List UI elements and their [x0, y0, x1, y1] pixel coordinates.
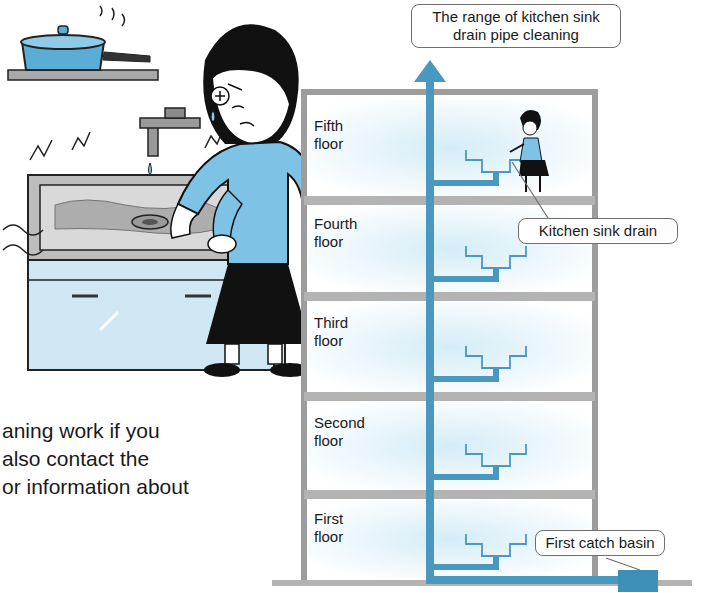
drain-pipes [430, 76, 624, 584]
floor-label: First floor [314, 510, 374, 546]
floor-label: Second floor [314, 414, 374, 450]
note-text: or information about [2, 474, 292, 499]
callout-label: First catch basin [535, 530, 665, 556]
box-text: The range of kitchen sink drain pipe cle… [420, 8, 612, 44]
sink-symbols [466, 150, 526, 556]
box-text: First catch basin [545, 534, 654, 552]
catch-basin [618, 570, 658, 592]
leader-line [512, 162, 548, 218]
callout-label: Kitchen sink drain [518, 218, 678, 244]
arrow-head [414, 60, 446, 82]
building [272, 90, 692, 586]
floor-label: Fifth floor [314, 117, 374, 153]
woman-figure [171, 24, 320, 377]
floor-label: Third floor [314, 314, 374, 350]
box-text: Kitchen sink drain [539, 222, 657, 240]
small-woman [510, 110, 549, 192]
note-text: aning work if you [2, 418, 292, 443]
note-text: also contact the [2, 446, 292, 471]
range-box: The range of kitchen sink drain pipe cle… [411, 4, 621, 48]
floor-label: Fourth floor [314, 215, 374, 251]
leader-line [606, 558, 640, 570]
